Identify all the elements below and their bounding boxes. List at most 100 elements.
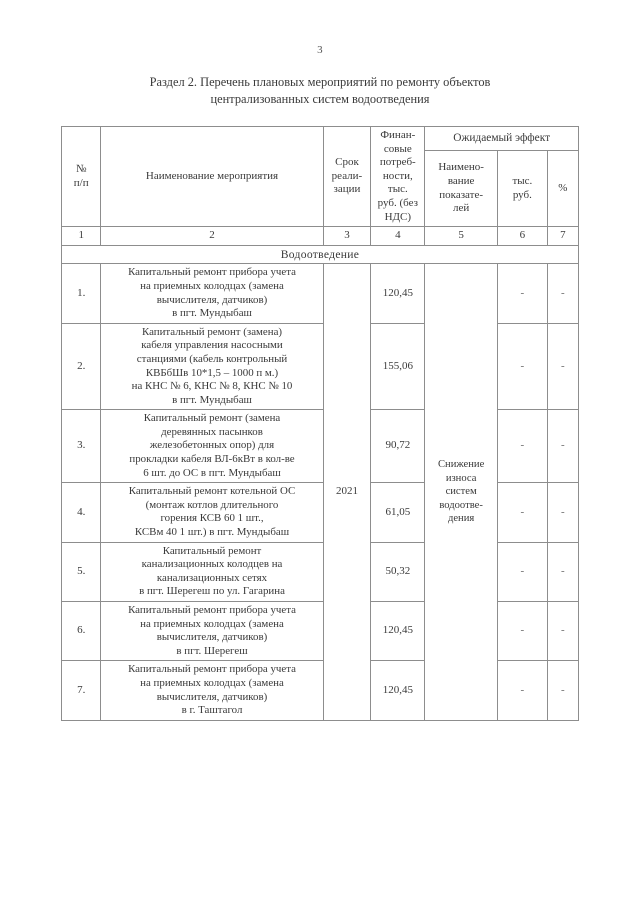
header-indicator-line-1: Наимено- <box>438 161 484 174</box>
row-effect-percent: - <box>546 660 580 721</box>
header-cell-expected-effect: Ожидаемый эффект <box>424 126 579 151</box>
measure-name-line: Капитальный ремонт (замена) <box>141 325 283 338</box>
page-title-line-1: Раздел 2. Перечень плановых мероприятий … <box>149 75 491 89</box>
row-financial-need: 155,06 <box>370 322 426 411</box>
row-index: 3. <box>60 409 102 484</box>
column-number-row: 1 2 3 4 5 6 7 <box>60 226 580 246</box>
header-finance-line-4: ности, <box>382 169 413 182</box>
implementation-term: 2021 <box>322 263 372 721</box>
row-effect-thousand-rubles: - <box>496 541 548 603</box>
row-financial-need: 90,72 <box>370 409 426 484</box>
page-number: 3 <box>317 44 323 56</box>
row-index: 4. <box>60 482 102 543</box>
measure-name-line: в пгт. Мундыбаш <box>172 307 252 320</box>
row-measure-name: Капитальный ремонт (замена)кабеля управл… <box>100 322 324 411</box>
measure-name-line: Капитальный ремонт котельной ОС <box>128 485 296 498</box>
measure-name-line: Капитальный ремонт (замена <box>143 412 281 425</box>
header-term-line-2: реали- <box>331 169 363 182</box>
row-effect-thousand-rubles: - <box>496 263 548 324</box>
header-thousand-line-2: руб. <box>512 188 532 201</box>
measure-name-line: канализационных сетях <box>156 571 268 584</box>
measure-name-line: Капитальный ремонт <box>162 544 262 557</box>
column-number-3: 3 <box>322 226 372 246</box>
row-financial-need: 120,45 <box>370 600 426 662</box>
measure-name-line: железобетонных опор) для <box>149 439 275 452</box>
page-title-line-2: централизованных систем водоотведения <box>210 92 430 106</box>
row-effect-thousand-rubles: - <box>496 660 548 721</box>
row-effect-percent: - <box>546 263 580 324</box>
indicator-line: Снижение <box>437 459 485 471</box>
repair-plan-table: № п/п Наименование мероприятия Срок реал… <box>60 125 580 721</box>
header-cell-name: Наименование мероприятия <box>100 125 324 228</box>
row-effect-thousand-rubles: - <box>496 600 548 662</box>
row-index: 1. <box>60 263 102 324</box>
row-index: 2. <box>60 322 102 411</box>
header-term-line-1: Срок <box>335 156 359 169</box>
header-finance-line-6: руб. (без <box>377 196 418 209</box>
row-index: 7. <box>60 660 102 721</box>
row-effect-percent: - <box>546 482 580 543</box>
row-effect-percent: - <box>546 600 580 662</box>
header-finance-line-2: совые <box>383 142 412 155</box>
measure-name-line: на приемных колодцах (замена <box>140 676 284 689</box>
header-cell-number: № п/п <box>60 125 102 228</box>
measure-name-line: на приемных колодцах (замена <box>140 617 284 630</box>
page-title: Раздел 2. Перечень плановых мероприятий … <box>70 74 570 108</box>
table-header: № п/п Наименование мероприятия Срок реал… <box>60 125 580 246</box>
header-finance-line-7: НДС) <box>384 210 412 223</box>
header-indicator-line-4: лей <box>452 202 470 215</box>
table-row: 4.Капитальный ремонт котельной ОС(монтаж… <box>60 482 580 543</box>
row-effect-thousand-rubles: - <box>496 322 548 411</box>
measure-name-line: (монтаж котлов длительного <box>145 498 279 511</box>
row-effect-percent: - <box>546 409 580 484</box>
table-body: Водоотведение 1.Капитальный ремонт прибо… <box>60 244 580 721</box>
row-measure-name: Капитальный ремонт котельной ОС(монтаж к… <box>100 482 324 543</box>
row-index: 5. <box>60 541 102 603</box>
header-indicator-line-3: показате- <box>439 188 483 201</box>
measure-name-line: на приемных колодцах (замена <box>140 279 284 292</box>
measure-name-line: станциями (кабель контрольный <box>136 352 288 365</box>
table-row: 2.Капитальный ремонт (замена)кабеля упра… <box>60 322 580 411</box>
measure-name-line: горения КСВ 60 1 шт., <box>160 512 264 525</box>
column-number-2: 2 <box>100 226 324 246</box>
column-number-1: 1 <box>60 226 102 246</box>
header-finance-line-5: тыс. <box>387 183 408 196</box>
indicator-line: дения <box>447 513 475 525</box>
header-cell-indicator: Наимено- вание показате- лей <box>424 149 498 228</box>
header-finance-line-3: потреб- <box>379 156 416 169</box>
column-number-7: 7 <box>546 226 580 246</box>
row-index: 6. <box>60 600 102 662</box>
header-term-line-3: зации <box>333 183 361 196</box>
measure-name-line: в пгт. Мундыбаш <box>172 393 252 406</box>
row-financial-need: 120,45 <box>370 660 426 721</box>
header-cell-finance: Финан- совые потреб- ности, тыс. руб. (б… <box>370 125 426 228</box>
row-effect-thousand-rubles: - <box>496 482 548 543</box>
measure-name-line: вычислителя, датчиков) <box>156 631 268 644</box>
section-header-row: Водоотведение <box>61 244 579 265</box>
measure-name-line: вычислителя, датчиков) <box>156 690 268 703</box>
measure-name-line: прокладки кабеля ВЛ-6кВт в кол-ве <box>129 453 295 466</box>
indicator-line: износа <box>445 472 477 484</box>
row-financial-need: 50,32 <box>370 541 426 603</box>
measure-name-line: канализационных колодцев на <box>141 558 283 571</box>
column-number-6: 6 <box>496 226 548 246</box>
measure-name-line: Капитальный ремонт прибора учета <box>128 663 296 676</box>
header-cell-percent: % <box>546 149 580 228</box>
section-title-water-disposal: Водоотведение <box>61 244 579 265</box>
measure-name-line: КСВм 40 1 шт.) в пгт. Мундыбаш <box>134 526 290 539</box>
row-financial-need: 61,05 <box>370 482 426 543</box>
measure-name-line: вычислителя, датчиков) <box>156 293 268 306</box>
plan-table-container: № п/п Наименование мероприятия Срок реал… <box>60 125 580 721</box>
row-effect-thousand-rubles: - <box>496 409 548 484</box>
header-row-main: № п/п Наименование мероприятия Срок реал… <box>60 125 579 228</box>
